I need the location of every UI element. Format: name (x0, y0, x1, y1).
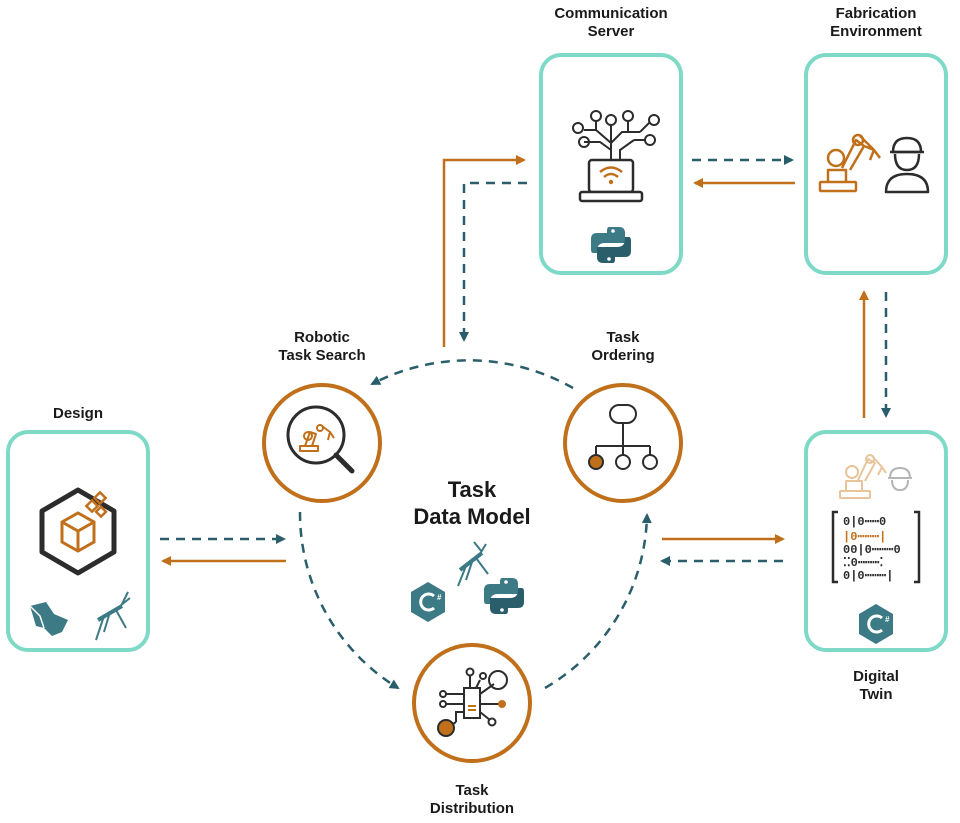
worker-helmet-icon (884, 136, 930, 194)
grasshopper-insect-icon-center (457, 541, 489, 587)
binary-row: ⁚⁚0⋯⋯⋯⁚ (843, 556, 883, 570)
task-data-model-title: Task Data Model (392, 476, 552, 530)
label-line: Distribution (429, 800, 515, 817)
label-line: Environment (830, 23, 922, 40)
label-line: Twin (859, 686, 893, 703)
task-distribution-circle (412, 643, 532, 763)
label-line: Task (455, 782, 489, 799)
fabrication-environment-box (804, 53, 948, 275)
label-design: Design (18, 405, 138, 423)
binary-row: 00|0⋯⋯⋯0 (843, 543, 901, 557)
magnifier-robot-icon (286, 405, 355, 474)
python-logo-icon-center (484, 578, 524, 614)
svg-text:#: # (885, 615, 890, 624)
label-line: Design (52, 405, 103, 422)
label-line: Digital (853, 668, 899, 685)
label-line: Server (587, 23, 635, 40)
label-digital-twin: Digital Twin (806, 668, 946, 704)
label-line: Robotic (294, 329, 350, 346)
label-line: Task Search (278, 347, 366, 364)
robot-arm-icon (818, 133, 881, 193)
label-line: Task (606, 329, 640, 346)
binary-code-panel: 0|0⋯⋯0 |0⋯⋯⋯| 00|0⋯⋯⋯0 ⁚⁚0⋯⋯⋯⁚ 0|0⋯⋯⋯| (831, 510, 921, 584)
distribution-network-icon (437, 667, 508, 737)
svg-text:#: # (437, 593, 442, 602)
csharp-logo-icon: # (859, 604, 893, 644)
label-task-ordering: Task Ordering (563, 329, 683, 365)
csharp-logo-icon-center: # (411, 582, 445, 622)
label-fabrication-environment: Fabrication Environment (796, 5, 956, 41)
rhino-logo-icon (29, 602, 68, 636)
arrow-model-to-comm (442, 155, 526, 347)
flow-ordering-to-search (370, 359, 574, 390)
flow-search-to-distribution (298, 511, 400, 690)
title-line: Data Model (413, 504, 531, 529)
robot-arm-icon-faded (839, 454, 887, 499)
binary-row: 0|0⋯⋯⋯| (843, 569, 893, 583)
label-task-distribution: Task Distribution (402, 782, 542, 818)
rhino-grasshopper-box-icon (39, 487, 117, 576)
digital-twin-box (804, 430, 948, 652)
hierarchy-tree-icon (588, 404, 658, 470)
title-line: Task (447, 477, 497, 502)
binary-row: 0|0⋯⋯0 (843, 515, 886, 529)
flow-distribution-to-ordering (544, 513, 652, 690)
worker-helmet-icon-faded (888, 467, 912, 491)
grasshopper-insect-icon (95, 591, 131, 641)
binary-row: |0⋯⋯⋯| (843, 530, 886, 544)
label-line: Ordering (591, 347, 655, 364)
label-line: Fabrication (835, 5, 917, 22)
label-line: Communication (554, 5, 668, 22)
laptop-network-wifi-icon (572, 110, 660, 203)
python-logo-icon (591, 227, 631, 263)
label-communication-server: Communication Server (531, 5, 691, 41)
label-robotic-task-search: Robotic Task Search (252, 329, 392, 365)
arrow-comm-to-model (459, 181, 527, 342)
